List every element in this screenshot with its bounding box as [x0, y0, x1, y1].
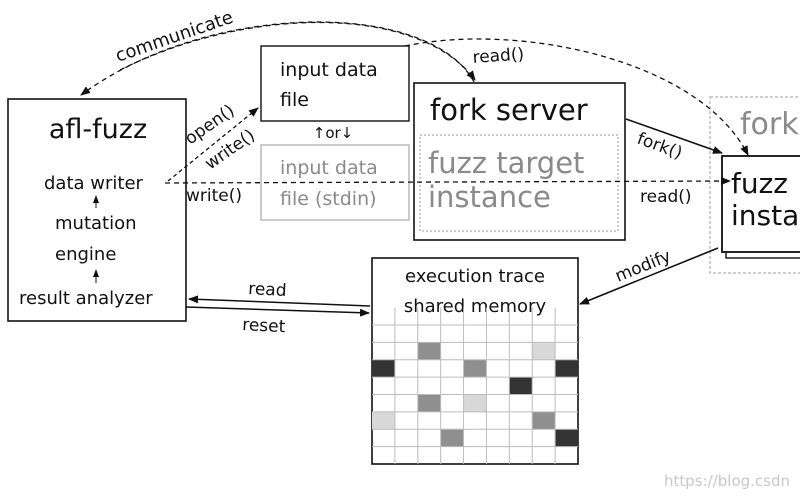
trace-grid	[372, 307, 578, 464]
communicate-arrow	[80, 21, 475, 96]
input-file-label-1: input data	[280, 59, 378, 81]
shared-memory-label-1: execution trace	[405, 266, 545, 287]
read-trace-label: read	[248, 279, 287, 301]
trace-cell-black	[555, 359, 578, 378]
trace-cell-black	[509, 377, 533, 395]
afl-fuzz-box	[7, 98, 187, 322]
forked-server-label: fork	[740, 107, 799, 142]
trace-cell-black	[555, 429, 578, 447]
forked-instance-group: fork fuzz insta	[709, 96, 800, 274]
modify-arrow	[579, 247, 719, 305]
trace-cell-dark	[417, 342, 441, 360]
or-label: ↑or↓	[313, 124, 353, 142]
trace-cell-dark	[417, 394, 441, 412]
watermark-text: https://blog.csdn	[664, 472, 790, 490]
reset-label: reset	[242, 315, 286, 337]
trace-cell-dark	[532, 411, 556, 430]
read-trace-arrow	[188, 295, 371, 307]
afl-fuzz-box-group: afl-fuzz data writer mutation engine res…	[7, 98, 187, 322]
open-write-arrow	[167, 107, 259, 182]
communicate-label: communicate	[113, 7, 236, 67]
input-file-label-2: file	[280, 89, 309, 111]
trace-cell-light	[463, 394, 487, 412]
trace-cell-dark	[440, 429, 464, 447]
data-writer-label: data writer	[44, 173, 144, 194]
reset-arrow	[185, 306, 370, 317]
input-stdin-label-1: input data	[280, 157, 378, 179]
shared-memory-label-2: shared memory	[404, 296, 547, 317]
fuzz-target-label-1: fuzz target	[428, 146, 584, 180]
trace-cell-light	[372, 411, 395, 430]
result-analyzer-label: result analyzer	[19, 288, 153, 309]
trace-cell-light	[532, 342, 556, 360]
fuzz-target-box	[419, 134, 619, 232]
write-stdin-arrow	[164, 177, 731, 186]
mutation-engine-label-2: engine	[55, 244, 116, 265]
read-top-label: read()	[472, 44, 525, 68]
trace-cell-dark	[463, 359, 487, 378]
fork-arrow	[625, 118, 723, 154]
fuzz-target-label-2: instance	[428, 180, 551, 214]
read-right-label: read()	[640, 187, 692, 207]
mutation-engine-label-1: mutation	[55, 213, 137, 234]
modify-label: modify	[612, 246, 673, 286]
trace-cell-black	[372, 359, 395, 378]
forked-instance-box	[721, 155, 800, 253]
input-file-group: input data file	[260, 45, 410, 122]
write-stdin-label: write()	[186, 186, 242, 206]
forked-instance-label-1: fuzz	[731, 167, 788, 200]
fork-label: fork()	[634, 129, 685, 164]
afl-fuzz-title: afl-fuzz	[49, 114, 147, 145]
fork-server-group: fork server fuzz target instance	[413, 82, 626, 241]
input-stdin-label-2: file (stdin)	[280, 188, 377, 210]
read-top-arrow	[404, 38, 749, 156]
fork-server-title: fork server	[430, 93, 588, 127]
forked-instance-label-2: insta	[731, 199, 799, 232]
input-file-box	[260, 45, 410, 122]
shared-memory-group: execution trace shared memory	[371, 257, 579, 465]
